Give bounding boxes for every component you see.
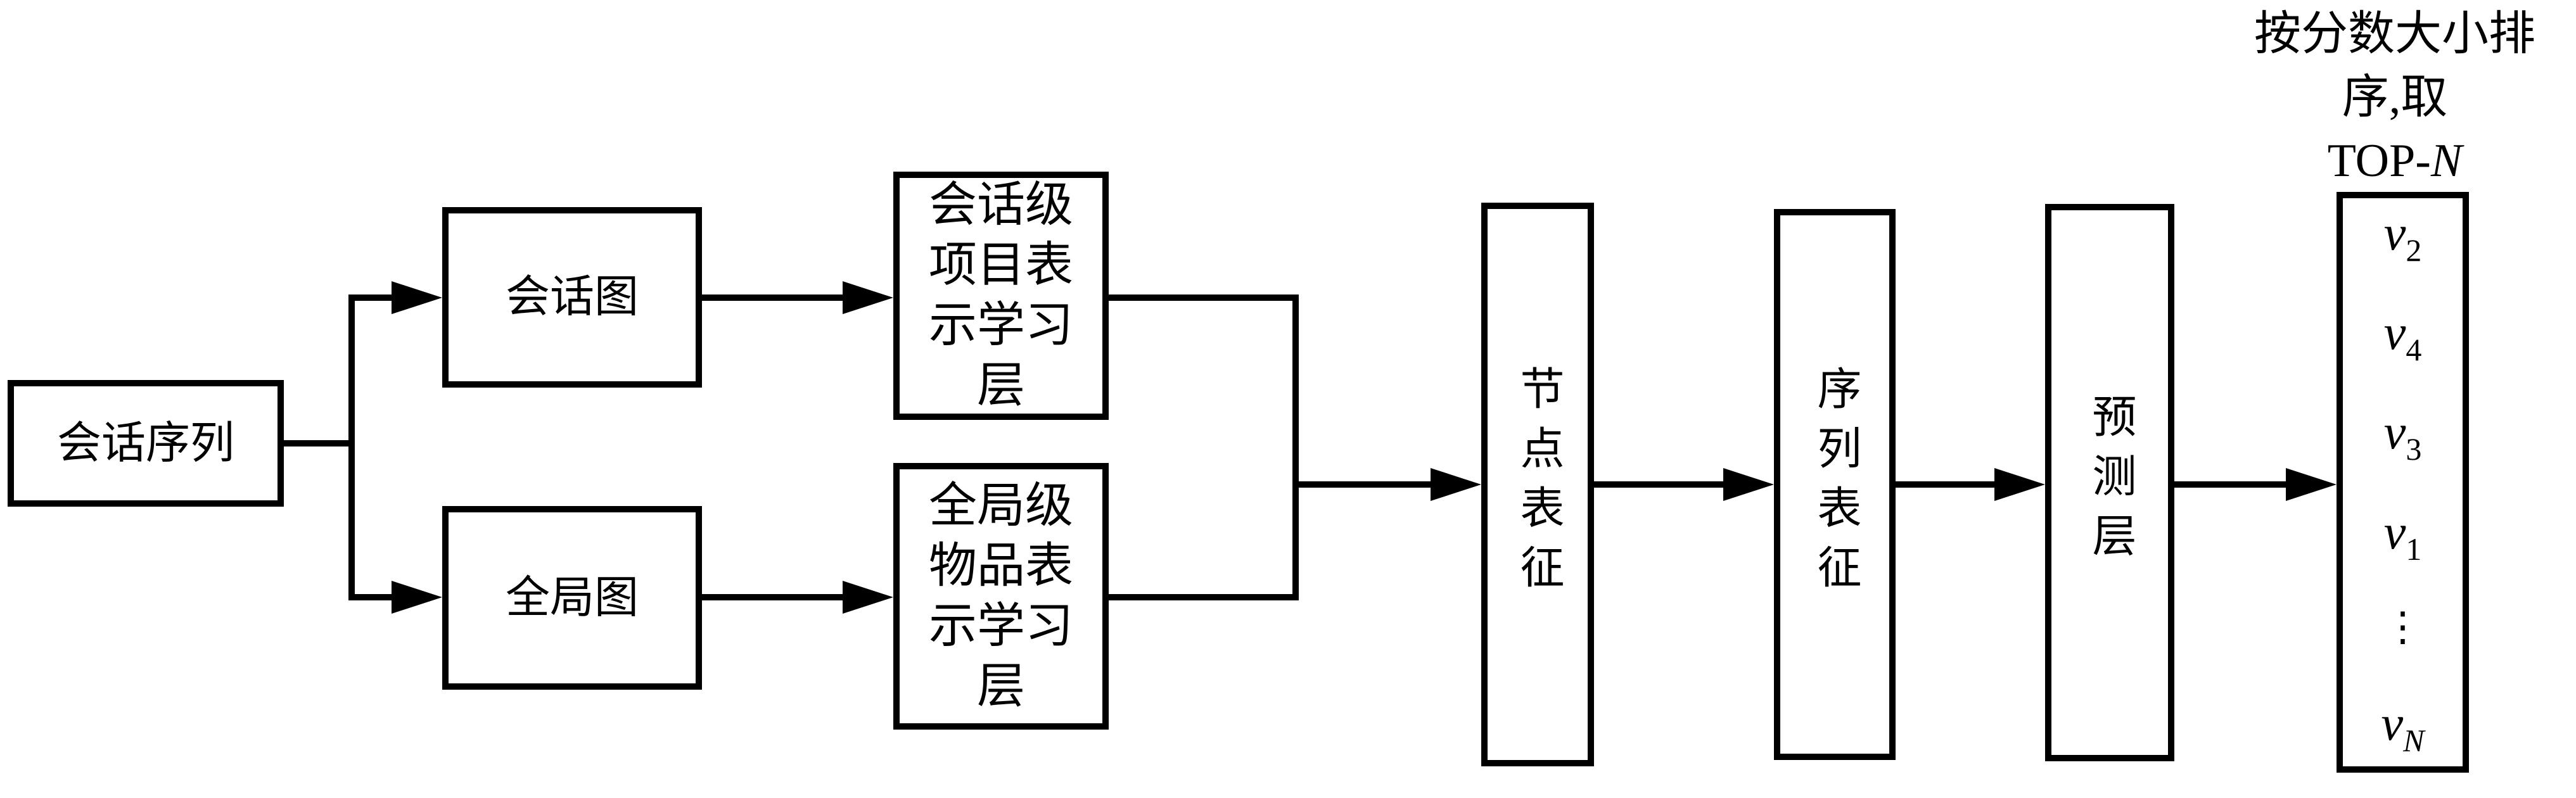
arrow-right-icon xyxy=(843,581,893,614)
session-graph-label: 会话图 xyxy=(506,273,639,322)
box-session-graph: 会话图 xyxy=(442,207,702,388)
arrow-right-icon xyxy=(2286,468,2337,501)
session-item-rep-layer-label: 会话级项目表示学习层 xyxy=(929,179,1073,412)
box-node-representation: 节点表征 xyxy=(1481,203,1594,766)
box-session-sequence: 会话序列 xyxy=(8,380,284,507)
rank-item-3-base: v xyxy=(2383,404,2406,460)
connector-merge-to-node-rep xyxy=(1292,481,1431,488)
global-graph-label: 全局图 xyxy=(506,573,639,623)
arrow-right-icon xyxy=(392,281,442,314)
arrow-right-icon xyxy=(1723,468,1774,501)
connector-session-graph-to-rep xyxy=(702,294,843,301)
rank-item-1-base: v xyxy=(2383,205,2406,260)
rank-item-1-sub: 2 xyxy=(2406,232,2422,268)
rank-item-n-sub: N xyxy=(2403,722,2425,758)
rank-item-n-base: v xyxy=(2381,695,2404,750)
connector-session-seq-out xyxy=(284,440,355,446)
connector-session-rep-out xyxy=(1109,294,1299,301)
connector-split-bus xyxy=(348,294,355,600)
connector-merge-bus xyxy=(1292,294,1299,600)
connector-to-global-graph xyxy=(348,594,392,600)
rank-item-ellipsis: ⋮ xyxy=(2382,604,2423,657)
vertical-ellipsis-icon: ⋮ xyxy=(2382,604,2423,649)
topn-annotation-line1: 按分数大小排 xyxy=(2254,8,2535,60)
arrow-right-icon xyxy=(392,581,442,614)
rank-item-n: vN xyxy=(2382,698,2425,758)
box-global-item-rep-layer: 全局级物品表示学习层 xyxy=(893,463,1109,730)
topn-annotation: 按分数大小排 序,取 TOP-N xyxy=(2217,3,2572,193)
arrow-right-icon xyxy=(1994,468,2045,501)
topn-annotation-line3: TOP-N xyxy=(2217,129,2572,193)
rank-item-3-sub: 3 xyxy=(2406,431,2422,467)
box-sequence-representation: 序列表征 xyxy=(1774,209,1896,760)
rank-item-3: v3 xyxy=(2383,404,2422,467)
topn-label-prefix: TOP- xyxy=(2327,135,2431,187)
topn-variable-n: N xyxy=(2430,135,2463,187)
rank-item-4-sub: 1 xyxy=(2406,531,2422,567)
connector-global-rep-out xyxy=(1109,594,1299,600)
topn-annotation-line2: 序,取 xyxy=(2342,72,2448,124)
session-sequence-label: 会话序列 xyxy=(57,419,234,468)
connector-to-session-graph xyxy=(348,294,392,301)
rank-item-4: v1 xyxy=(2384,507,2422,565)
rank-item-2-base: v xyxy=(2383,305,2406,360)
arrow-right-icon xyxy=(843,281,893,314)
node-representation-label: 节点表征 xyxy=(1514,365,1562,604)
connector-global-graph-to-rep xyxy=(702,594,843,600)
box-global-graph: 全局图 xyxy=(442,506,702,690)
global-item-rep-layer-label: 全局级物品表示学习层 xyxy=(929,479,1073,713)
box-topn-ranking-list: v2 v4 v3 v1 ⋮ vN xyxy=(2337,192,2469,773)
rank-item-2-sub: 4 xyxy=(2406,332,2422,368)
box-session-item-rep-layer: 会话级项目表示学习层 xyxy=(893,172,1109,420)
connector-node-to-sequence xyxy=(1594,481,1723,488)
arrow-right-icon xyxy=(1431,468,1481,501)
sequence-representation-label: 序列表征 xyxy=(1811,365,1859,604)
prediction-layer-label: 预测层 xyxy=(2086,393,2134,572)
rank-item-4-base: v xyxy=(2383,504,2406,559)
rank-item-2: v4 xyxy=(2383,305,2422,368)
connector-sequence-to-prediction xyxy=(1896,481,1994,488)
rank-item-1: v2 xyxy=(2383,205,2422,268)
connector-prediction-to-ranking xyxy=(2174,481,2286,488)
box-prediction-layer: 预测层 xyxy=(2045,204,2174,761)
